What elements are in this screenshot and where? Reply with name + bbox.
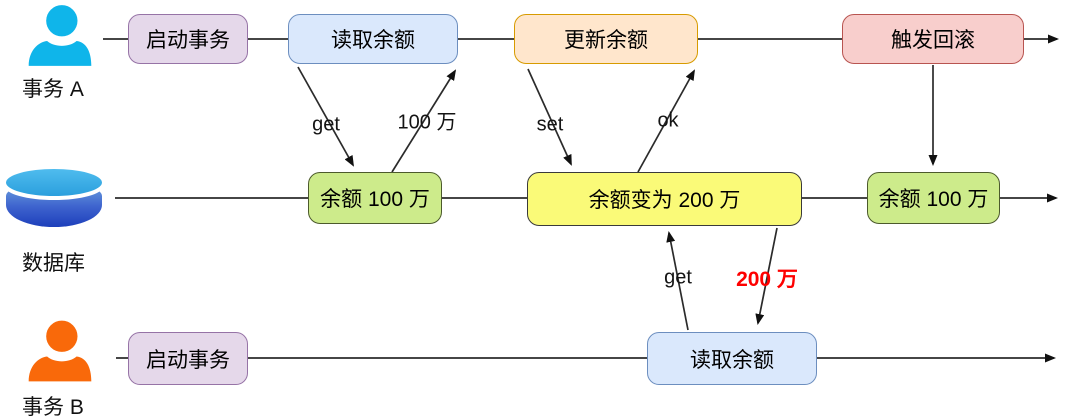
node-b-start-transaction: 启动事务 [128,332,248,385]
node-b-read-balance: 读取余额 [647,332,817,385]
arrow-get-a [297,66,354,167]
arrow-set [527,68,572,166]
node-a-trigger-rollback: 触发回滚 [842,14,1024,64]
edge-label-ok: ok [657,109,679,132]
lane-label-transaction-a: 事务 A [22,78,84,101]
database-icon [3,168,105,228]
node-db-balance-becomes-200: 余额变为 200 万 [527,172,802,226]
lane-label-database: 数据库 [22,252,85,275]
edge-label-result-200-dirty-read: 200 万 [736,268,798,291]
node-db-balance-100-after-rollback: 余额 100 万 [867,172,1000,224]
node-a-update-balance: 更新余额 [514,14,698,64]
edge-label-result-100: 100 万 [397,111,457,134]
edge-label-set: set [536,113,564,136]
node-db-balance-100: 余额 100 万 [308,172,442,224]
arrow-result-200 [755,227,778,325]
lane-label-transaction-b: 事务 B [22,396,84,419]
node-a-read-balance: 读取余额 [288,14,458,64]
node-a-start-transaction: 启动事务 [128,14,248,64]
arrow-ok [637,69,695,173]
edge-label-get-a: get [312,113,340,136]
person-b-icon [28,320,92,382]
arrow-result-100 [391,69,457,173]
edge-label-get-b: get [664,266,692,289]
arrow-get-b [666,231,689,331]
person-a-icon [28,5,92,66]
